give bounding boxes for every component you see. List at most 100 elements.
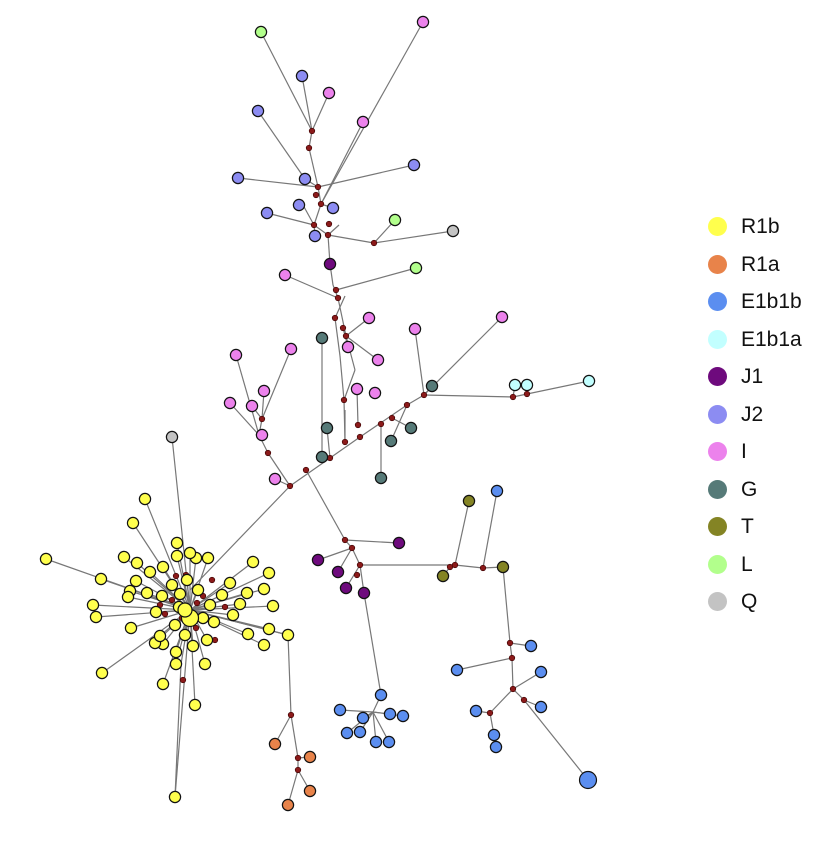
legend-item-r1a: R1a [708,246,828,284]
haplotype-node-r1b [223,576,237,590]
legend-swatch-r1b [708,217,727,237]
haplotype-node-e1b1b [450,663,464,677]
haplotype-node-e1b1b [578,770,598,790]
haplotype-node-i [223,396,237,410]
network-edge [257,110,306,180]
haplotype-node-j1 [323,257,337,271]
legend-label: J1 [741,365,764,389]
haplotype-node-t [436,569,450,583]
haplotype-node-r1b [266,599,280,613]
haplotype-node-r1b [165,578,179,592]
haplotype-node-i [356,115,370,129]
median-vector-node [208,576,216,584]
network-edge [344,539,400,544]
legend-label: I [741,440,747,464]
haplotype-node-r1b [178,628,192,642]
haplotype-node-j1 [357,586,371,600]
legend-swatch-i [708,442,727,462]
haplotype-node-j2 [295,69,309,83]
network-edge [305,469,346,541]
haplotype-node-g [315,450,329,464]
haplotype-node-i [284,342,298,356]
haplotype-node-q [446,224,460,238]
median-vector-node [258,415,266,423]
network-edge [373,230,454,244]
haplotype-node-i [416,15,430,29]
haplotype-node-i [245,399,259,413]
network-edge [345,335,379,361]
haplotype-node-i [350,382,364,396]
median-vector-node [341,438,349,446]
haplotype-node-e1b1a [520,378,534,392]
haplotype-node-e1b1b [534,665,548,679]
haplotype-node-r1b [203,598,217,612]
haplotype-node-e1b1b [369,735,383,749]
haplotype-node-l [254,25,268,39]
network-edge [511,657,514,690]
network-edge [311,92,330,132]
network-edge [174,663,182,798]
median-vector-node [314,183,322,191]
network-edge [237,177,319,188]
network-edge [335,267,417,291]
median-vector-node [334,294,342,302]
legend-label: T [741,515,754,539]
haplotype-node-e1b1b [374,688,388,702]
haplotype-node-q [165,430,179,444]
network-edge [189,592,248,611]
haplotype-node-r1b [262,622,276,636]
haplotype-node-r1b [94,572,108,586]
haplotype-node-e1b1a [582,374,596,388]
haplotype-node-r1b [149,605,163,619]
network-edge [523,699,589,781]
legend-item-r1b: R1b [708,208,828,246]
median-vector-node [342,332,350,340]
network-edge [174,609,191,798]
median-vector-node [506,639,514,647]
haplotype-node-e1b1b [356,711,370,725]
haplotype-node-r1b [241,627,255,641]
haplotype-node-r1b [200,633,214,647]
network-edge [235,354,260,436]
network-edge [343,399,346,443]
median-vector-node [332,286,340,294]
haplotype-node-i [268,472,282,486]
haplotype-nodes [39,15,598,812]
haplotype-node-l [388,213,402,227]
haplotype-node-i [278,268,292,282]
network-edge [320,121,364,205]
haplotype-node-e1b1b [490,484,504,498]
network-edge [454,564,484,569]
haplotype-node-r1b [191,583,205,597]
network-edge [189,485,291,591]
legend-label: G [741,477,758,501]
median-vector-node [331,314,339,322]
haplotype-node-r1b [126,516,140,530]
haplotype-node-r1b [246,555,260,569]
haplotype-node-i [368,386,382,400]
legend-item-e1b1a: E1b1a [708,321,828,359]
median-vector-node [520,696,528,704]
haplotype-node-j1 [311,553,325,567]
network-edge [489,688,514,714]
haplotype-node-r1b [173,587,187,601]
legend-label: L [741,552,753,576]
median-vector-node [325,220,333,228]
haplotype-node-g [425,379,439,393]
haplotype-node-r1a [303,750,317,764]
haplotype-node-r1b [89,610,103,624]
haplotype-node-r1b [257,582,271,596]
median-vector-node [403,401,411,409]
haplotype-node-j1 [392,536,406,550]
network-edge [423,316,503,396]
haplotype-node-i [408,322,422,336]
haplotype-node-j2 [326,201,340,215]
haplotype-node-r1b [281,628,295,642]
median-vector-node [356,561,364,569]
haplotype-node-r1b [140,586,154,600]
haplotype-node-g [374,471,388,485]
haplotype-node-i [229,348,243,362]
network-edge [482,490,498,569]
median-vector-node [340,396,348,404]
